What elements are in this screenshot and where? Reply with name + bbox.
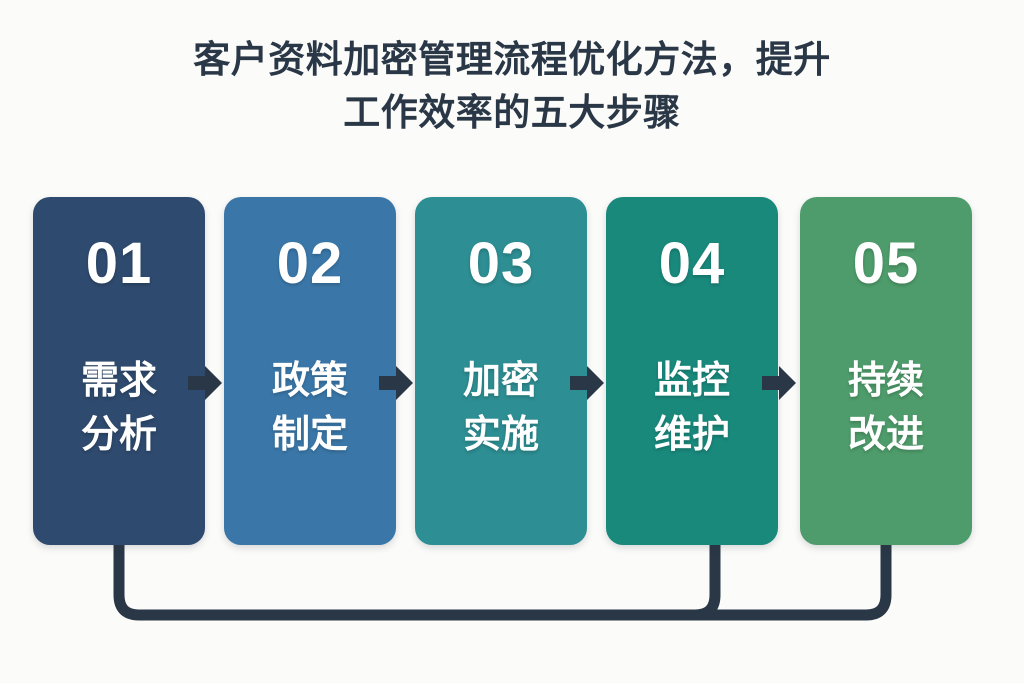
- step-label-04: 监控 维护: [654, 355, 730, 463]
- step-number-05: 05: [852, 231, 920, 296]
- step-label-01: 需求 分析: [81, 355, 157, 463]
- arrow-right-icon-03-to-04: [570, 366, 604, 400]
- arrow-right-icon-04-to-05: [762, 366, 796, 400]
- page-title-line-2: 工作效率的五大步骤: [343, 91, 681, 133]
- step-label-05: 持续 改进: [848, 355, 924, 463]
- step-label-01-line-1: 需求: [80, 360, 157, 402]
- arrow-right-icon-01-to-02: [188, 366, 222, 400]
- step-label-03-line-2: 实施: [462, 413, 539, 456]
- step-label-03-line-1: 加密: [462, 360, 539, 402]
- step-number-01: 01: [85, 231, 153, 296]
- arrow-right-icon-02-to-03: [379, 366, 413, 400]
- step-number-03: 03: [467, 231, 535, 296]
- step-number-02: 02: [276, 231, 344, 296]
- process-step-card-05[interactable]: 05 持续 改进: [800, 197, 972, 545]
- process-step-card-01[interactable]: 01 需求 分析: [33, 197, 205, 545]
- page-title: 客户资料加密管理流程优化方法，提升 工作效率的五大步骤: [0, 34, 1024, 139]
- step-label-02-line-2: 制定: [271, 413, 348, 456]
- step-label-04-line-2: 维护: [653, 413, 730, 456]
- process-step-card-02[interactable]: 02 政策 制定: [224, 197, 396, 545]
- step-label-03: 加密 实施: [463, 355, 539, 463]
- process-step-card-03[interactable]: 03 加密 实施: [415, 197, 587, 545]
- step-label-01-line-2: 分析: [80, 413, 157, 456]
- step-label-02-line-1: 政策: [271, 360, 348, 402]
- step-number-04: 04: [658, 231, 726, 296]
- step-label-02: 政策 制定: [272, 355, 348, 463]
- process-step-card-04[interactable]: 04 监控 维护: [606, 197, 778, 545]
- step-label-05-line-1: 持续: [847, 360, 924, 402]
- step-label-04-line-1: 监控: [653, 360, 730, 402]
- page-title-line-1: 客户资料加密管理流程优化方法，提升: [193, 39, 831, 80]
- step-label-05-line-2: 改进: [847, 413, 924, 456]
